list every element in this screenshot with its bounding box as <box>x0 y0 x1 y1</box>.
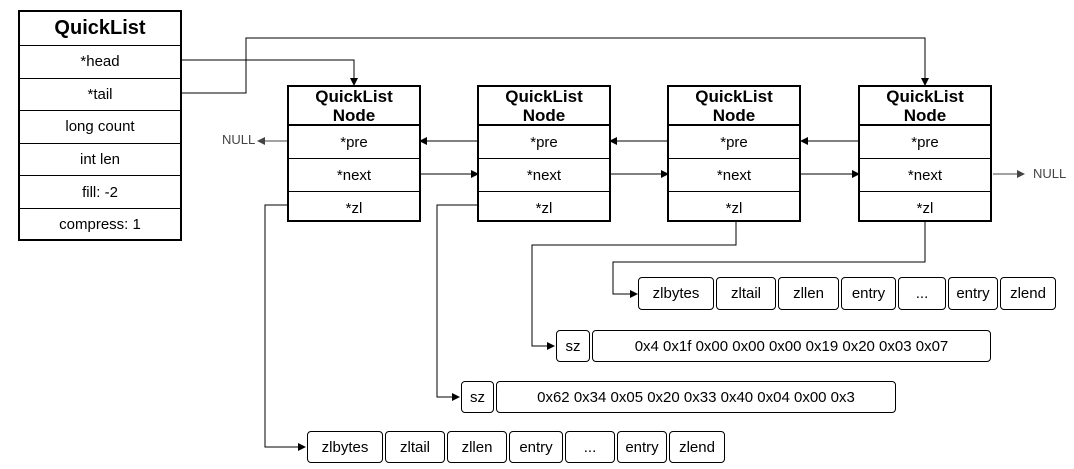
ziplist-zltail: zltail <box>716 277 776 310</box>
compressed-sz: sz <box>556 330 590 362</box>
ziplist-zlend: zlend <box>1000 277 1056 310</box>
ziplist-ellipsis: ... <box>898 277 946 310</box>
compressed-bytes: 0x4 0x1f 0x00 0x00 0x00 0x19 0x20 0x03 0… <box>592 330 991 362</box>
node-field-zl: *zl <box>289 191 419 224</box>
quicklist-struct: QuickList *head *tail long count int len… <box>18 10 182 241</box>
null-label-right: NULL <box>1033 166 1067 181</box>
node-field-zl: *zl <box>479 191 609 224</box>
node-field-next: *next <box>479 158 609 191</box>
ziplist-zlend: zlend <box>669 431 725 463</box>
ziplist-zlbytes: zlbytes <box>307 431 383 463</box>
ziplist-zltail: zltail <box>385 431 445 463</box>
ziplist-entry: entry <box>841 277 896 310</box>
quicklist-field-count: long count <box>20 110 180 143</box>
node-field-next: *next <box>860 158 990 191</box>
node-field-pre: *pre <box>860 125 990 158</box>
ziplist-entry: entry <box>948 277 998 310</box>
ziplist-entry: entry <box>617 431 667 463</box>
zl-line-2 <box>436 204 478 401</box>
ziplist-zllen: zllen <box>778 277 839 310</box>
ziplist-entry: entry <box>509 431 563 463</box>
node-field-pre: *pre <box>479 125 609 158</box>
zl-line-1 <box>264 204 306 451</box>
ziplist-ellipsis: ... <box>565 431 615 463</box>
null-label-left: NULL <box>222 132 256 147</box>
node-field-next: *next <box>669 158 799 191</box>
quicklist-title: QuickList <box>54 17 146 39</box>
ziplist-zlbytes: zlbytes <box>638 277 714 310</box>
node-field-pre: *pre <box>669 125 799 158</box>
node-field-zl: *zl <box>669 191 799 224</box>
node-field-pre: *pre <box>289 125 419 158</box>
quicklist-field-tail: *tail <box>20 77 180 111</box>
compressed-bytes: 0x62 0x34 0x05 0x20 0x33 0x40 0x04 0x00 … <box>496 381 896 413</box>
node-field-zl: *zl <box>860 191 990 224</box>
head-pointer-line <box>182 59 358 86</box>
quicklist-field-len: int len <box>20 142 180 176</box>
compressed-sz: sz <box>461 381 494 413</box>
quicklist-field-compress: compress: 1 <box>20 207 180 241</box>
quicklist-field-fill: fill: -2 <box>20 175 180 208</box>
node-field-next: *next <box>289 158 419 191</box>
quicklist-field-head: *head <box>20 45 180 78</box>
ziplist-zllen: zllen <box>447 431 507 463</box>
